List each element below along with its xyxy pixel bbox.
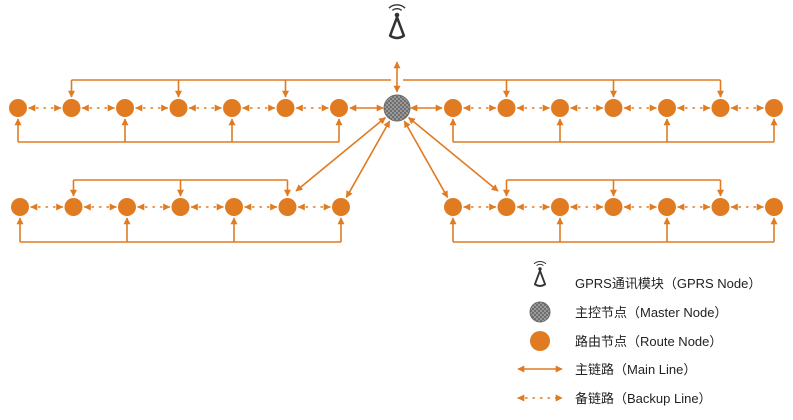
master-to-bottom-right-inner-link bbox=[408, 116, 499, 192]
bottom-left-route-node bbox=[225, 198, 243, 216]
bottom-right-route-node bbox=[497, 198, 516, 216]
master-node-icon bbox=[529, 301, 551, 323]
top-right-route-node bbox=[711, 99, 730, 117]
legend-label-route: 路由节点（Route Node） bbox=[575, 334, 722, 349]
top-right-route-node bbox=[765, 99, 783, 117]
top-left-route-node bbox=[169, 99, 188, 117]
antenna-body bbox=[533, 269, 547, 287]
legend: GPRS通讯模块（GPRS Node） 主控节点（Master Node） 路由节点… bbox=[517, 260, 761, 406]
top-left-route-node bbox=[276, 99, 295, 117]
bottom-left-route-node bbox=[278, 198, 297, 216]
top-right-route-node bbox=[444, 99, 462, 117]
bottom-right-route-node bbox=[444, 198, 462, 216]
legend-label-backup-line: 备链路（Backup Line） bbox=[575, 391, 712, 406]
antenna-wave-outer bbox=[533, 260, 547, 265]
top-left-route-node bbox=[223, 99, 241, 117]
antenna-tip bbox=[394, 12, 400, 18]
bottom-right-route-node bbox=[658, 198, 676, 216]
top-right-route-node bbox=[604, 99, 623, 117]
bottom-right-route-node bbox=[711, 198, 730, 216]
legend-item-route: 路由节点（Route Node） bbox=[530, 331, 722, 351]
top-left-route-node bbox=[62, 99, 81, 117]
bottom-right-route-node bbox=[765, 198, 783, 216]
legend-label-gprs: GPRS通讯模块（GPRS Node） bbox=[575, 276, 761, 291]
antenna-wave-inner bbox=[536, 263, 544, 267]
legend-item-gprs: GPRS通讯模块（GPRS Node） bbox=[533, 260, 761, 291]
top-left-route-node bbox=[9, 99, 27, 117]
gprs-node-antenna-icon bbox=[388, 4, 406, 40]
bottom-right-route-node bbox=[604, 198, 623, 216]
bottom-left-route-node bbox=[332, 198, 350, 216]
legend-label-master: 主控节点（Master Node） bbox=[575, 305, 727, 320]
antenna-wave-inner bbox=[391, 8, 403, 11]
route-node-icon bbox=[530, 331, 550, 351]
master-node bbox=[383, 94, 411, 122]
nodes-layer bbox=[9, 4, 783, 216]
links-layer bbox=[14, 61, 778, 243]
bottom-right-route-node bbox=[551, 198, 569, 216]
master-to-bottom-left-inner-link bbox=[295, 116, 386, 192]
top-right-route-node bbox=[497, 99, 516, 117]
top-left-route-node bbox=[116, 99, 134, 117]
antenna-body bbox=[388, 16, 406, 40]
bottom-left-route-node bbox=[118, 198, 136, 216]
bottom-left-route-node bbox=[64, 198, 83, 216]
top-right-route-node bbox=[658, 99, 676, 117]
top-right-route-node bbox=[551, 99, 569, 117]
top-left-route-node bbox=[330, 99, 348, 117]
legend-item-master: 主控节点（Master Node） bbox=[529, 301, 727, 323]
antenna-icon bbox=[533, 260, 547, 287]
antenna-tip bbox=[538, 267, 542, 271]
legend-item-main-line: 主链路（Main Line） bbox=[517, 362, 696, 377]
bottom-left-route-node bbox=[171, 198, 190, 216]
antenna-wave-outer bbox=[388, 4, 406, 9]
legend-label-main-line: 主链路（Main Line） bbox=[575, 362, 696, 377]
legend-item-backup-line: 备链路（Backup Line） bbox=[517, 391, 712, 406]
bottom-left-route-node bbox=[11, 198, 29, 216]
